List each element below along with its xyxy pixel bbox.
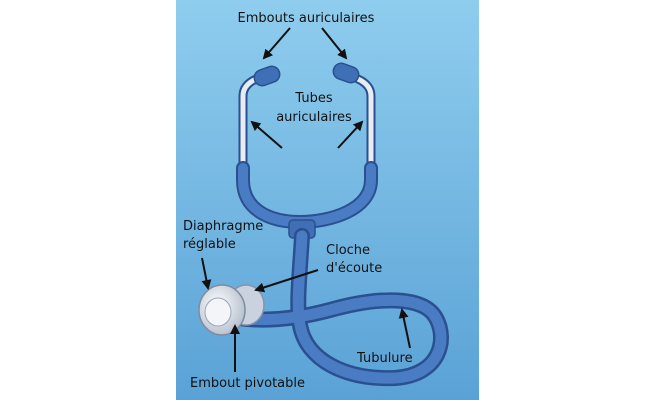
label-tubes-line1: Tubes <box>294 91 332 106</box>
arrow-embout-right <box>321 27 348 60</box>
arrow-tube-right <box>337 120 364 149</box>
chest-piece <box>198 284 265 336</box>
tubulure-tube <box>230 228 449 387</box>
label-cloche-line2: d'écoute <box>326 261 382 276</box>
label-diaphragme-line2: réglable <box>183 237 236 252</box>
label-cloche-line1: Cloche <box>326 243 370 258</box>
label-tubes-line2: auriculaires <box>276 110 352 125</box>
arrow-tube-left <box>250 120 283 149</box>
label-embouts-auriculaires: Embouts auriculaires <box>238 11 375 26</box>
label-tubulure: Tubulure <box>356 351 413 366</box>
arrow-tubulure <box>398 308 411 349</box>
arrow-embout-left <box>262 27 291 60</box>
embouts-auriculaires-tips <box>253 62 360 87</box>
arrow-cloche <box>254 269 319 293</box>
label-diaphragme-line1: Diaphragme <box>183 219 263 234</box>
arrow-diaphragme <box>201 257 212 290</box>
arrows <box>201 27 411 372</box>
label-embout-pivotable: Embout pivotable <box>190 376 305 391</box>
